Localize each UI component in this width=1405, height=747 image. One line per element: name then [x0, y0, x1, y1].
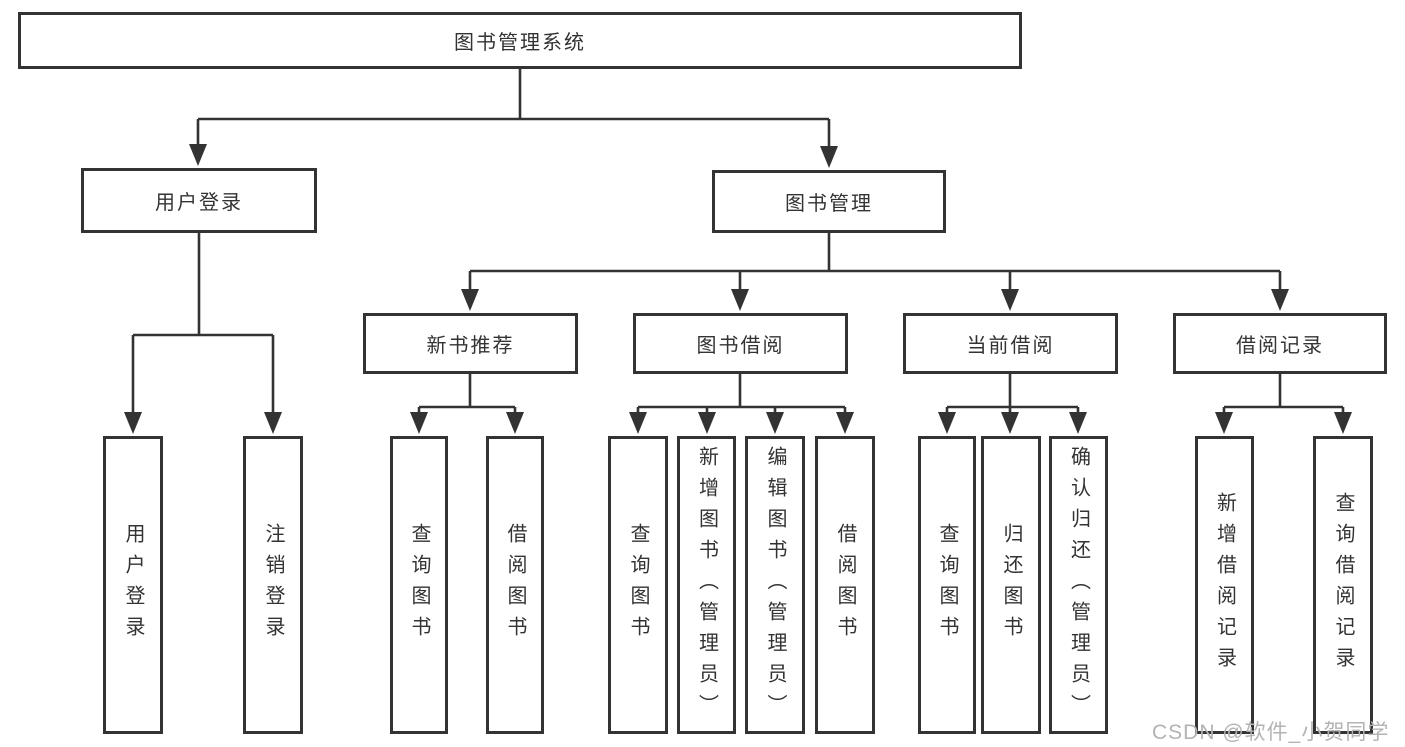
leaf-nbr-query-books-label: 查询图书	[408, 523, 430, 647]
leaf-logout-label: 注销登录	[262, 523, 284, 647]
node-user-login-label: 用户登录	[155, 192, 243, 214]
leaf-bb-edit-books-admin-label: 编辑图书（管理员）	[764, 445, 786, 725]
leaf-logout: 注销登录	[243, 436, 303, 734]
leaf-cb-confirm-return-admin-label: 确认归还（管理员）	[1067, 445, 1090, 725]
leaf-cb-query-books-label: 查询图书	[936, 523, 958, 647]
node-root-system-label: 图书管理系统	[454, 32, 586, 54]
leaf-br-add-record-label: 新增借阅记录	[1213, 492, 1236, 678]
leaf-nbr-borrow-books: 借阅图书	[486, 436, 544, 734]
node-root-system: 图书管理系统	[18, 12, 1022, 69]
leaf-bb-query-books-label: 查询图书	[627, 523, 649, 647]
leaf-br-add-record: 新增借阅记录	[1195, 436, 1254, 734]
leaf-bb-query-books: 查询图书	[608, 436, 668, 734]
node-user-login: 用户登录	[81, 168, 317, 233]
leaf-bb-borrow-books: 借阅图书	[815, 436, 875, 734]
node-book-management-label: 图书管理	[785, 193, 873, 215]
arrowheads	[124, 144, 1352, 434]
leaf-bb-add-books-admin-label: 新增图书（管理员）	[695, 445, 718, 725]
leaf-cb-return-books-label: 归还图书	[1000, 523, 1022, 647]
node-new-book-recommend-label: 新书推荐	[426, 335, 515, 357]
node-book-borrowing-label: 图书借阅	[696, 335, 785, 357]
leaf-br-query-record: 查询借阅记录	[1313, 436, 1373, 734]
csdn-watermark: CSDN @软件_小贺同学	[1152, 721, 1390, 744]
leaf-bb-borrow-books-label: 借阅图书	[834, 523, 856, 647]
leaf-user-login: 用户登录	[103, 436, 163, 734]
node-current-borrowing: 当前借阅	[903, 313, 1118, 374]
leaf-user-login-label: 用户登录	[122, 523, 144, 647]
node-borrowing-records-label: 借阅记录	[1236, 335, 1324, 357]
node-current-borrowing-label: 当前借阅	[966, 335, 1055, 357]
leaf-nbr-borrow-books-label: 借阅图书	[504, 523, 526, 647]
leaf-cb-query-books: 查询图书	[918, 436, 976, 734]
leaf-cb-return-books: 归还图书	[981, 436, 1041, 734]
leaf-bb-add-books-admin: 新增图书（管理员）	[677, 436, 736, 734]
node-book-borrowing: 图书借阅	[633, 313, 848, 374]
leaf-br-query-record-label: 查询借阅记录	[1332, 492, 1354, 678]
node-book-management: 图书管理	[712, 170, 946, 233]
node-new-book-recommend: 新书推荐	[363, 313, 578, 374]
leaf-nbr-query-books: 查询图书	[390, 436, 448, 734]
leaf-bb-edit-books-admin: 编辑图书（管理员）	[745, 436, 805, 734]
leaf-cb-confirm-return-admin: 确认归还（管理员）	[1049, 436, 1108, 734]
node-borrowing-records: 借阅记录	[1173, 313, 1387, 374]
